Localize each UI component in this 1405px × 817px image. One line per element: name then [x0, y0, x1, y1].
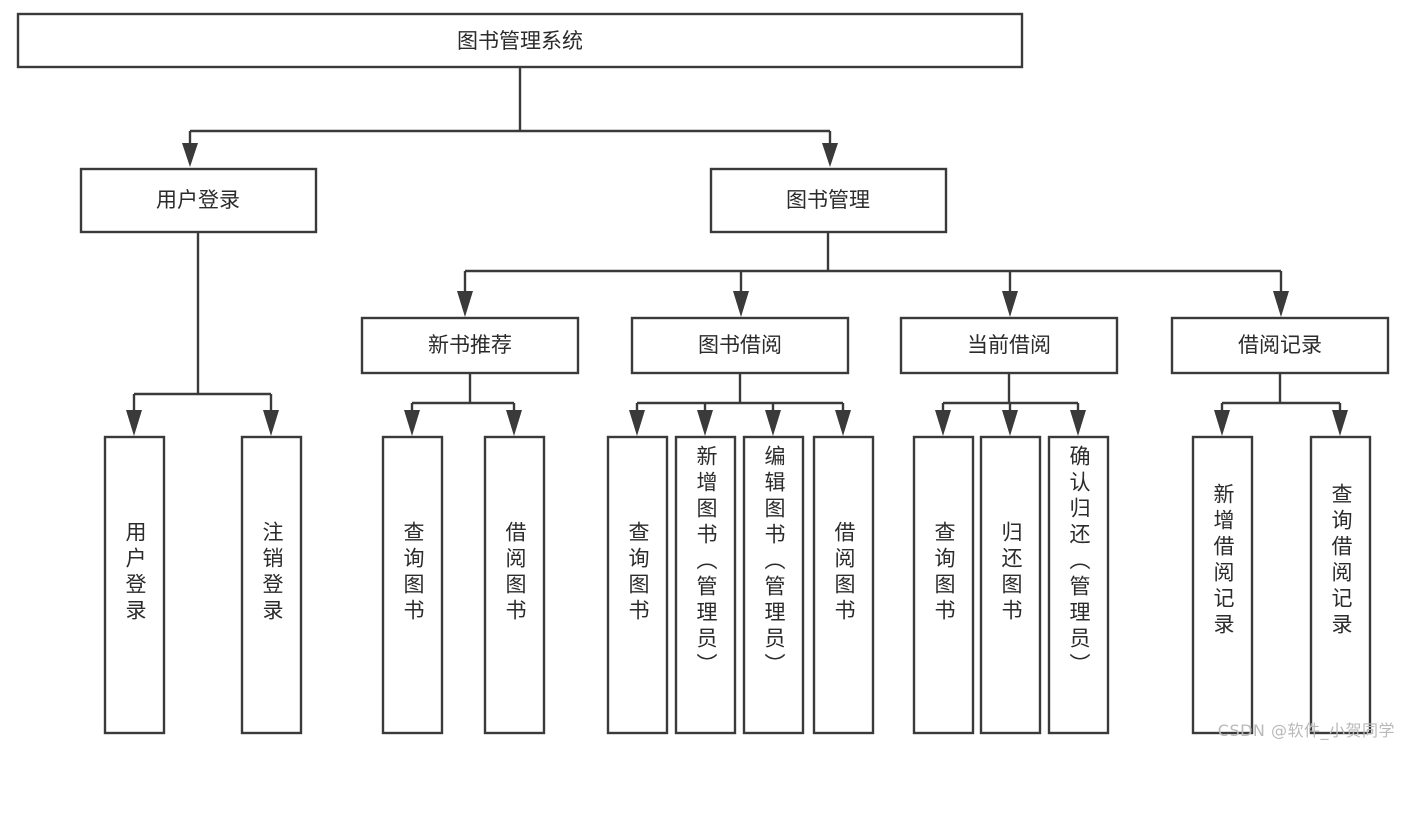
arrow-head-leaf-cb-1: [1002, 410, 1018, 436]
node-root-box[interactable]: [16, 12, 1024, 69]
arrow-head-user-login: [182, 143, 198, 167]
watermark: CSDN @软件_小贺同学: [1217, 721, 1395, 740]
node-new-book-recommend-label: 新书推荐: [428, 333, 512, 357]
leaf-box-bb-3[interactable]: [812, 435, 875, 735]
arrow-head-book-manage: [822, 143, 838, 167]
arrow-head-leaf-user-login-0: [126, 410, 142, 436]
node-root-label: 图书管理系统: [457, 29, 583, 53]
connector-book-manage-to-level3: [457, 232, 1289, 317]
node-borrow-record-box[interactable]: [1170, 316, 1390, 375]
arrow-head-leaf-bb-3: [835, 410, 851, 436]
connector-new-book-recommend-to-leaves: [404, 373, 522, 436]
arrow-head-leaf-nbr-1: [506, 410, 522, 436]
leaf-box-user-login-1[interactable]: [240, 435, 303, 735]
node-new-book-recommend[interactable]: 新书推荐: [360, 316, 580, 375]
node-borrow-record-label: 借阅记录: [1238, 333, 1322, 357]
node-current-borrow[interactable]: 当前借阅: [899, 316, 1119, 375]
arrow-head-leaf-bb-0: [629, 410, 645, 436]
node-root[interactable]: 图书管理系统: [16, 12, 1024, 69]
leaf-box-br-0[interactable]: [1191, 435, 1254, 735]
node-book-manage[interactable]: 图书管理: [709, 167, 948, 234]
arrow-head-leaf-user-login-1: [263, 410, 279, 436]
arrow-head-level3-2: [1002, 291, 1018, 317]
leaf-box-nbr-1[interactable]: [483, 435, 546, 735]
arrow-head-leaf-br-1: [1332, 410, 1348, 436]
leaf-box-cb-2[interactable]: [1047, 435, 1110, 735]
leaf-box-nbr-0[interactable]: [381, 435, 444, 735]
connector-book-borrow-to-leaves: [629, 373, 851, 436]
connector-borrow-record-to-leaves: [1214, 373, 1348, 436]
arrow-head-level3-3: [1273, 291, 1289, 317]
connector-user-login-to-leaves: [126, 232, 279, 436]
leaf-box-bb-2[interactable]: [742, 435, 805, 735]
leaf-box-user-login-0[interactable]: [103, 435, 166, 735]
arrow-head-leaf-nbr-0: [404, 410, 420, 436]
node-book-manage-label: 图书管理: [786, 188, 870, 212]
leaf-box-cb-1[interactable]: [979, 435, 1042, 735]
node-new-book-recommend-box[interactable]: [360, 316, 580, 375]
arrow-head-level3-0: [457, 291, 473, 317]
node-user-login[interactable]: 用户登录: [79, 167, 318, 234]
diagram-canvas: 图书管理系统 用户登录 图书管理: [16, 12, 1390, 735]
node-book-borrow[interactable]: 图书借阅: [630, 316, 850, 375]
connector-current-borrow-to-leaves: [935, 373, 1086, 436]
arrow-head-leaf-bb-1: [697, 410, 713, 436]
node-book-borrow-box[interactable]: [630, 316, 850, 375]
node-user-login-label: 用户登录: [156, 188, 240, 212]
node-current-borrow-box[interactable]: [899, 316, 1119, 375]
node-book-manage-box[interactable]: [709, 167, 948, 234]
leaf-box-cb-0[interactable]: [912, 435, 975, 735]
arrow-head-level3-1: [733, 291, 749, 317]
leaf-box-br-1[interactable]: [1309, 435, 1372, 735]
node-book-borrow-label: 图书借阅: [698, 333, 782, 357]
arrow-head-leaf-br-0: [1214, 410, 1230, 436]
node-borrow-record[interactable]: 借阅记录: [1170, 316, 1390, 375]
leaf-box-bb-0[interactable]: [606, 435, 669, 735]
arrow-head-leaf-cb-0: [935, 410, 951, 436]
node-current-borrow-label: 当前借阅: [967, 333, 1051, 357]
leaf-box-bb-1[interactable]: [674, 435, 737, 735]
connector-root-to-level2: [182, 67, 838, 167]
diagram-root: 图书管理系统 用户登录 图书管理: [16, 12, 1395, 740]
arrow-head-leaf-cb-2: [1070, 410, 1086, 436]
arrow-head-leaf-bb-2: [765, 410, 781, 436]
